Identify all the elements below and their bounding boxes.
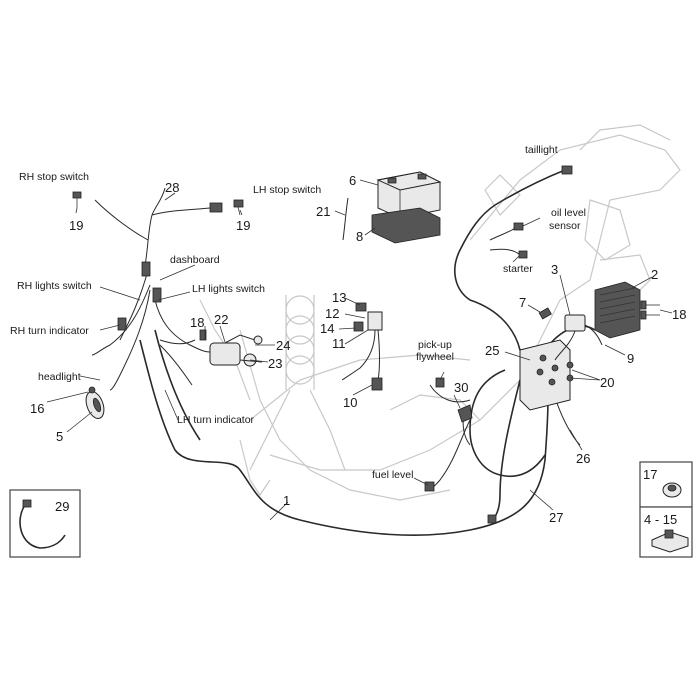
label-flywheel: flywheel: [416, 351, 454, 363]
callout-19-right: 19: [236, 218, 250, 233]
callout-25: 25: [485, 343, 499, 358]
callout-13: 13: [332, 290, 346, 305]
label-starter: starter: [503, 263, 533, 275]
label-lh-stop-switch: LH stop switch: [253, 184, 321, 196]
label-dashboard: dashboard: [170, 254, 220, 266]
label-headlight: headlight: [38, 371, 81, 383]
callout-23: 23: [268, 356, 282, 371]
callout-17: 17: [643, 467, 657, 482]
label-rh-turn-indicator: RH turn indicator: [10, 325, 89, 337]
callout-16: 16: [30, 401, 44, 416]
callout-29: 29: [55, 499, 69, 514]
inset-17-box: [639, 461, 693, 508]
label-sensor: sensor: [549, 220, 581, 232]
battery-strap-part: [342, 197, 349, 241]
battery-part: [376, 171, 442, 219]
callout-14: 14: [320, 321, 334, 336]
callout-22: 22: [214, 312, 228, 327]
callout-6: 6: [349, 173, 356, 188]
callout-19-left: 19: [69, 218, 83, 233]
callout-1: 1: [283, 493, 290, 508]
callout-4-15: 4 - 15: [644, 512, 677, 527]
starter-connector: [518, 250, 528, 259]
callout-12: 12: [325, 306, 339, 321]
callout-5: 5: [56, 429, 63, 444]
oil-level-sensor-connector: [513, 222, 524, 231]
leader-lines: [46, 179, 673, 521]
callout-10: 10: [343, 395, 357, 410]
fuse-holder-part: [554, 314, 603, 361]
callout-21: 21: [316, 204, 330, 219]
rh-stop-switch-part: [72, 191, 82, 208]
fuel-level-connector: [424, 481, 435, 492]
lh-stop-switch-part: [233, 199, 244, 216]
callout-26: 26: [576, 451, 590, 466]
label-oil-level: oil level: [551, 207, 586, 219]
starter-solenoid-part: [199, 329, 263, 367]
callout-18-left: 18: [190, 315, 204, 330]
callout-3: 3: [551, 262, 558, 277]
taillight-connector: [561, 165, 573, 175]
harness-end-connector: [487, 514, 497, 524]
label-rh-lights-switch: RH lights switch: [17, 280, 92, 292]
handlebar-harness: [91, 187, 223, 391]
horn-part: [85, 386, 105, 419]
callout-2: 2: [651, 267, 658, 282]
callout-11: 11: [332, 336, 346, 351]
pickup-flywheel-connector: [435, 377, 445, 388]
label-lh-lights-switch: LH lights switch: [192, 283, 265, 295]
inset-29-box: [9, 489, 81, 558]
callout-27: 27: [549, 510, 563, 525]
cdi-unit-part: [519, 339, 574, 411]
callout-9: 9: [627, 351, 634, 366]
voltage-regulator-part: [594, 281, 641, 339]
callout-18-right: 18: [672, 307, 686, 322]
callout-24: 24: [276, 338, 290, 353]
callout-20: 20: [600, 375, 614, 390]
label-lh-turn-indicator: LH turn indicator: [177, 414, 255, 426]
inset-4-15-box: [639, 506, 693, 558]
label-fuel-level: fuel level: [372, 469, 413, 481]
callout-8: 8: [356, 229, 363, 244]
callout-30: 30: [454, 380, 468, 395]
fuse-part: [538, 307, 552, 320]
label-rh-stop-switch: RH stop switch: [19, 171, 89, 183]
relay-assembly-part: [341, 302, 383, 391]
screw-part: [640, 300, 660, 320]
label-taillight: taillight: [525, 144, 558, 156]
callout-28: 28: [165, 180, 179, 195]
ground-cable-part: [457, 404, 473, 423]
callout-7: 7: [519, 295, 526, 310]
battery-tray-part: [371, 207, 441, 244]
label-pick-up: pick-up: [418, 339, 452, 351]
